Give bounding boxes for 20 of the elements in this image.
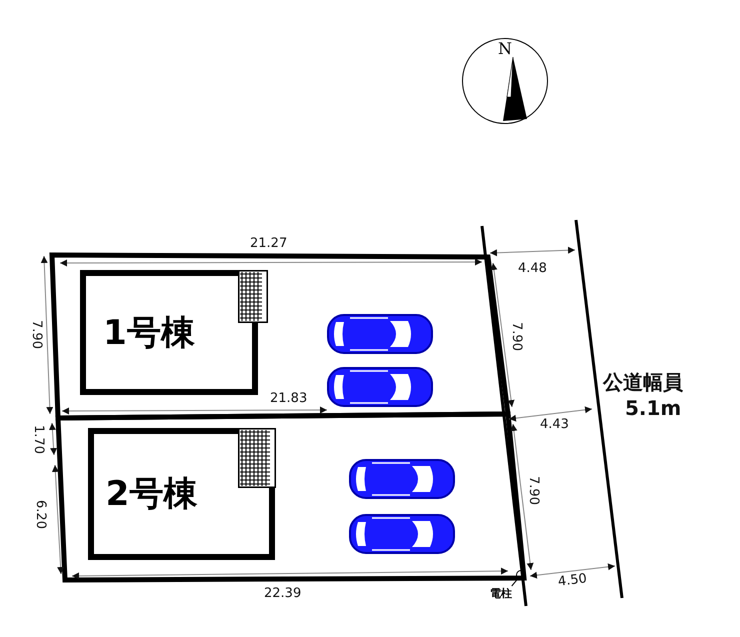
dimension-label: 4.43 [540,418,569,431]
road-width-label: 公道幅員 [603,372,683,392]
dimension-label: 22.39 [264,587,302,600]
compass-circle [462,38,548,124]
dimension-label: 1.70 [32,425,45,454]
leader-line [511,578,518,586]
building-outline [88,428,275,560]
building-label: 2号棟 [106,473,198,516]
north-label: N [498,41,512,57]
dimension-label: 4.48 [518,262,547,275]
dimension-label: 7.90 [510,322,523,351]
dimension-label: 21.83 [270,392,308,405]
road-width-label: 5.1m [625,398,682,418]
pole-label: 電柱 [490,586,520,602]
dimension-label: 4.50 [557,572,588,589]
dimension-label: 21.27 [250,237,288,250]
dimension-label: 6.20 [34,500,47,529]
dimension-label: 7.90 [526,476,540,505]
dimension-label: 7.90 [30,320,43,349]
building-label: 1号棟 [103,312,195,354]
